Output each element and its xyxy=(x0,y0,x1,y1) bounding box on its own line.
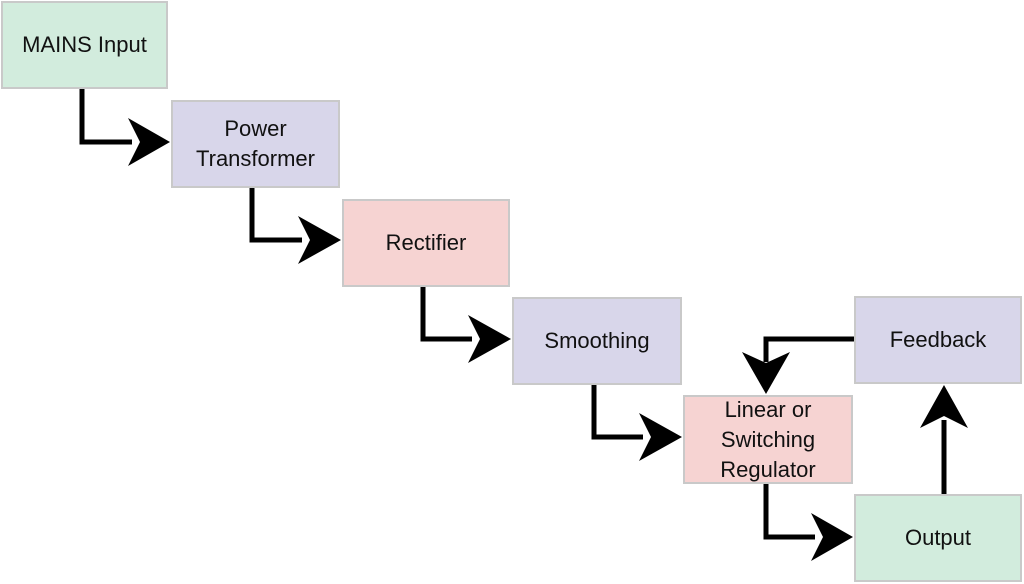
output-label: Output xyxy=(904,525,972,550)
mains-input-label: MAINS Input xyxy=(22,32,147,57)
arrow-smoothing-to-regulator xyxy=(591,385,643,440)
power-transformer-block: Power Transformer xyxy=(171,100,340,188)
arrowhead-output-to-feedback xyxy=(920,385,968,428)
arrow-regulator-to-output xyxy=(763,484,815,540)
arrowhead-transformer-to-rectifier xyxy=(298,216,341,264)
arrowhead-feedback-to-regulator xyxy=(742,352,790,394)
arrow-feedback-to-regulator xyxy=(763,336,854,362)
rectifier-block: Rectifier xyxy=(342,199,510,287)
arrowhead-smoothing-to-regulator xyxy=(639,413,682,461)
arrowhead-rectifier-to-smoothing xyxy=(468,315,511,363)
output-block: Output xyxy=(854,494,1022,582)
feedback-block: Feedback xyxy=(854,296,1022,384)
smoothing-block: Smoothing xyxy=(512,297,682,385)
rectifier-label: Rectifier xyxy=(385,230,467,255)
arrow-transformer-to-rectifier xyxy=(249,188,302,243)
regulator-block: Linear or Switching Regulator xyxy=(683,395,853,484)
regulator-label: Linear or Switching Regulator xyxy=(720,396,816,482)
mains-input-block: MAINS Input xyxy=(1,1,168,89)
smoothing-label: Smoothing xyxy=(544,328,650,353)
arrowhead-regulator-to-output xyxy=(811,513,853,561)
arrowhead-mains-to-transformer xyxy=(128,118,170,166)
arrow-rectifier-to-smoothing xyxy=(420,287,472,342)
arrow-mains-to-transformer xyxy=(79,89,132,145)
feedback-label: Feedback xyxy=(889,327,987,352)
power-transformer-label: Power Transformer xyxy=(196,116,315,171)
